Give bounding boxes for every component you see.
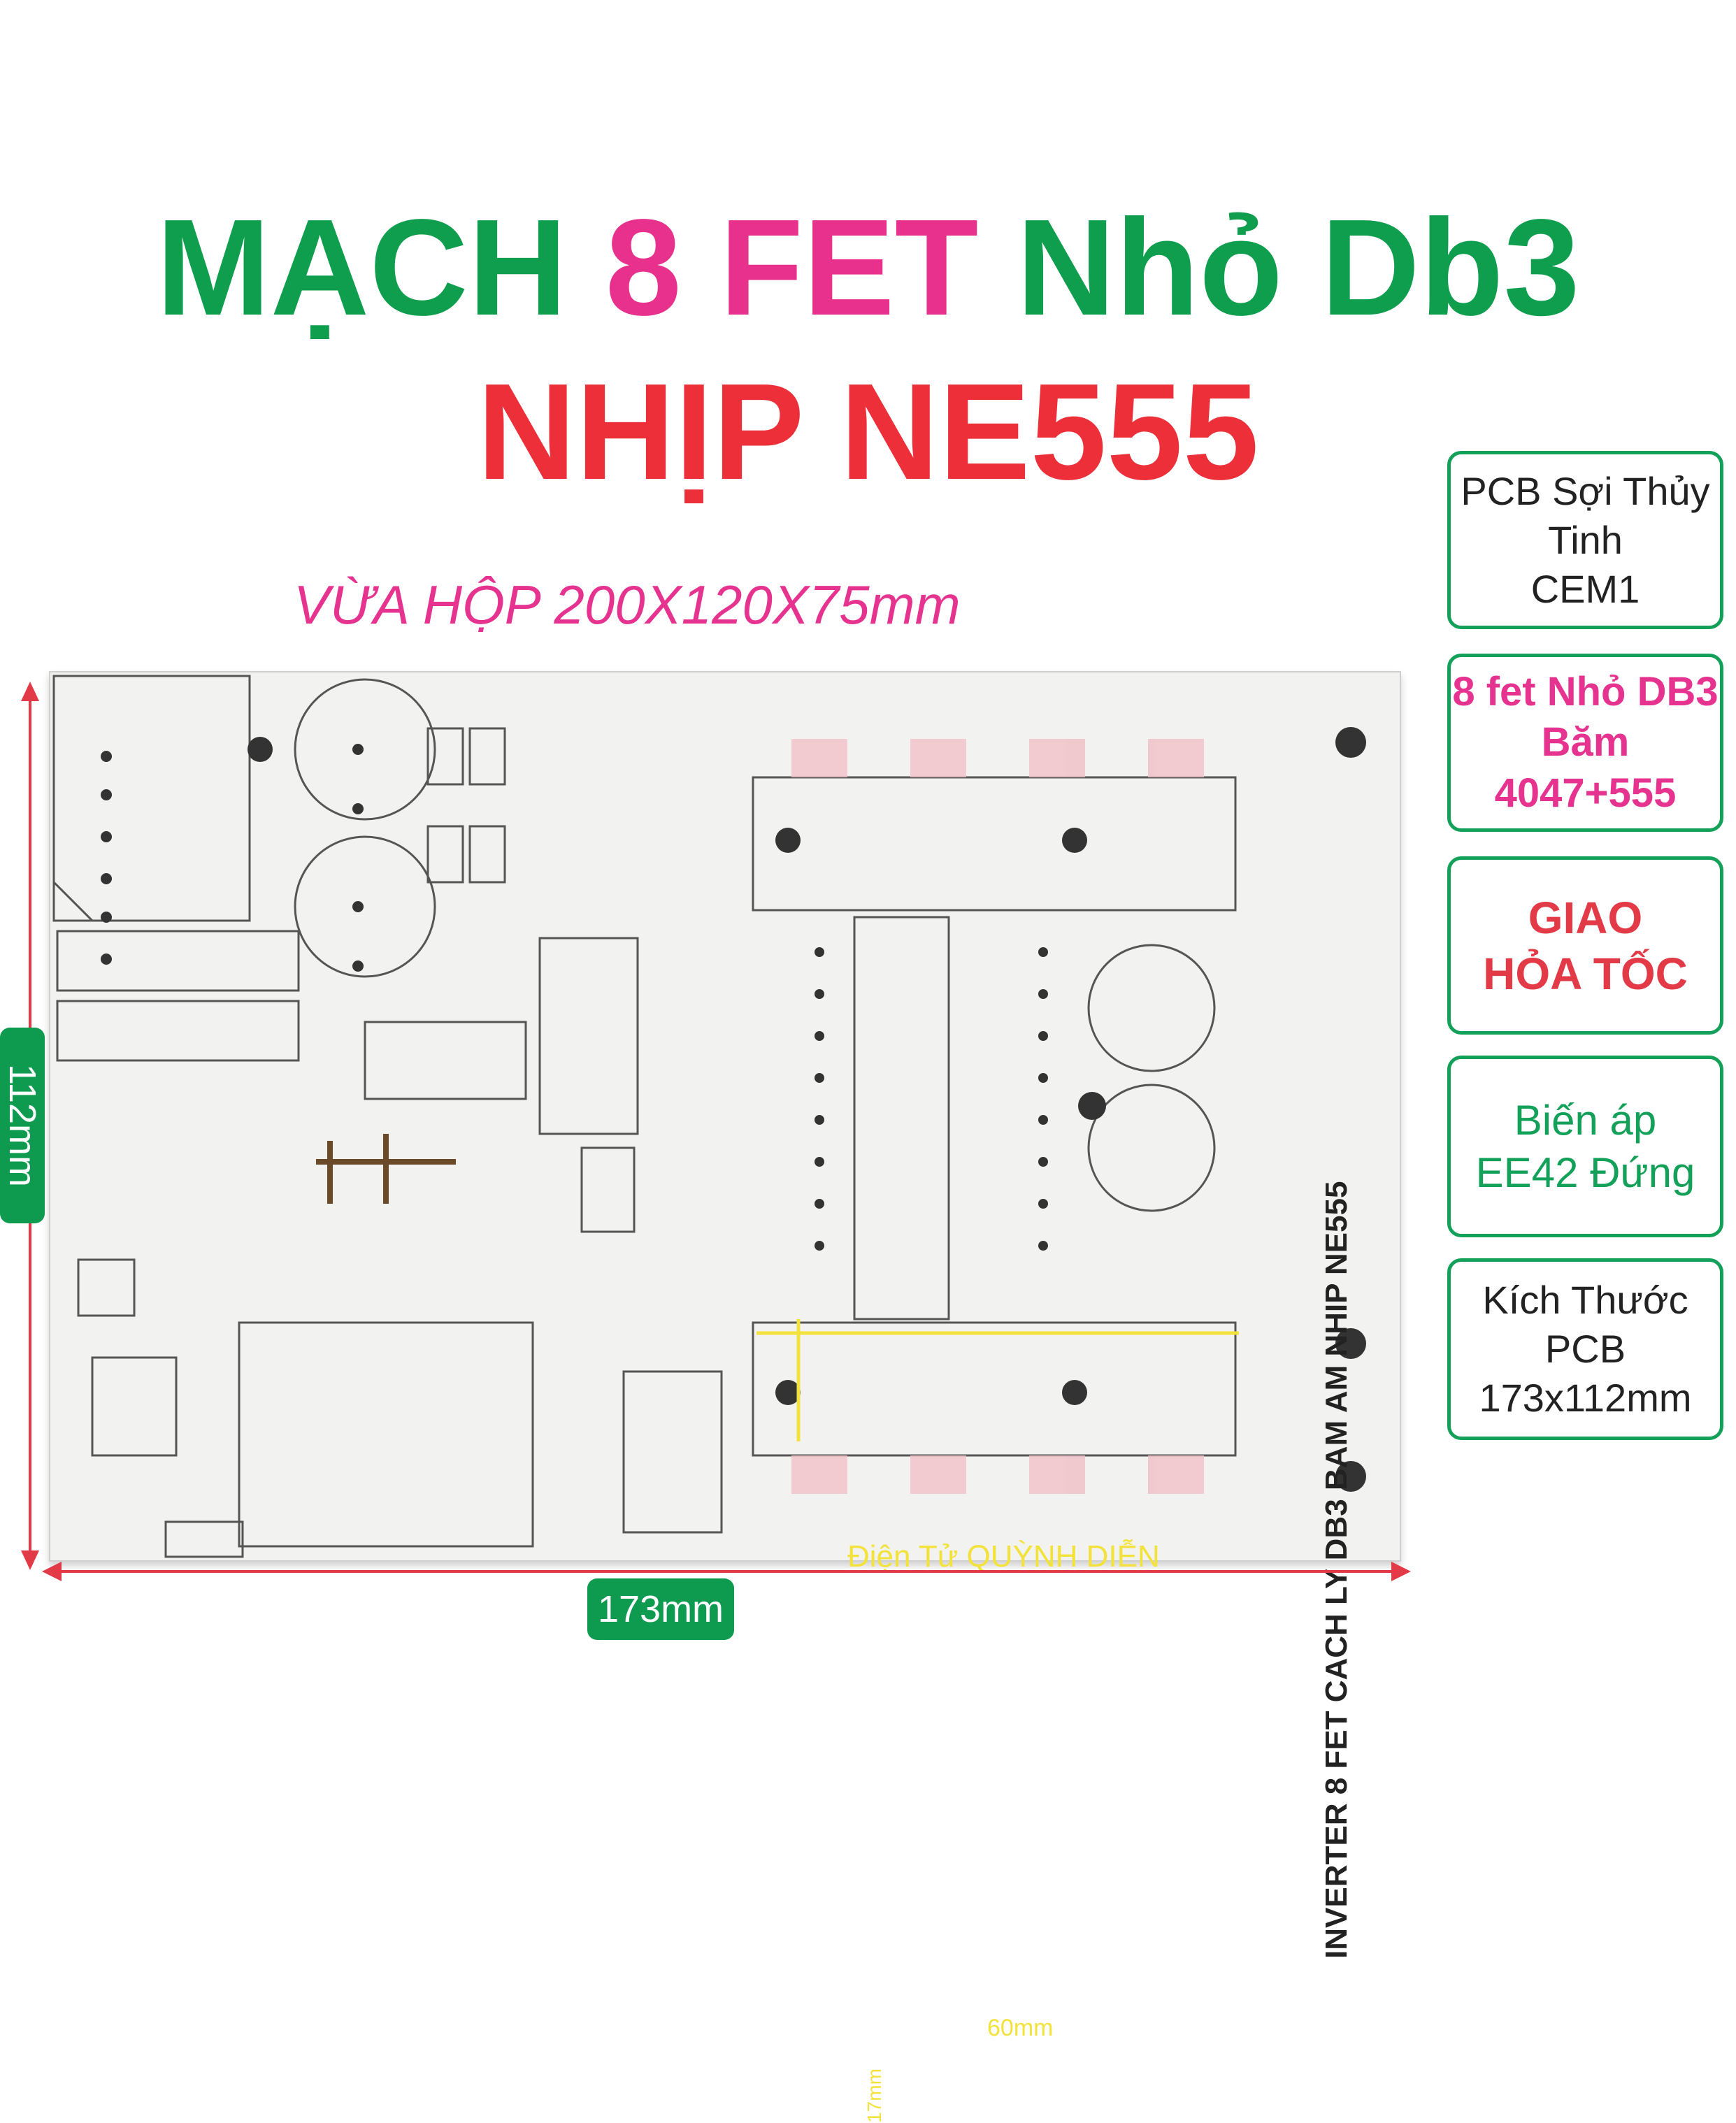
feature-badge-fet: 8 fet Nhỏ DB3 Băm 4047+555 [1447,654,1723,832]
pcb-silkscreen-drawing [52,675,1366,1558]
arrow-left-icon [42,1562,62,1581]
arrow-right-icon [1391,1562,1411,1581]
width-label: 173mm [587,1578,734,1640]
board-brand-text: Điện Tử QUỲNH DIỄN [847,1539,1160,1574]
feature-badge-transformer: Biến áp EE42 Đứng [1447,1056,1723,1237]
title-mach: MẠCH [156,191,605,344]
title-8fet: 8 FET [605,191,979,344]
product-title-line2: NHỊP NE555 [477,355,1259,508]
measure-17mm: 17mm [863,2068,885,2123]
height-label: 112mm [0,1028,45,1223]
pcb-board-photo: Điện Tử QUỲNH DIỄN INVERTER 8 FET CACH L… [49,671,1401,2123]
arrow-up-icon [21,682,39,701]
width-dimension-line [52,1570,1395,1573]
feature-badge-pcb: PCB Sợi Thủy Tinh CEM1 [1447,451,1723,629]
feature-badge-size: Kích Thước PCB 173x112mm [1447,1258,1723,1440]
arrow-down-icon [21,1550,39,1570]
feature-badge-delivery: GIAO HỎA TỐC [1447,856,1723,1035]
measure-60mm: 60mm [987,2015,1054,2041]
product-title-line1: MẠCH 8 FET Nhỏ Db3 [0,199,1736,336]
box-size-subtitle: VỪA HỘP 200X120X75mm [294,574,961,635]
title-nho-db3: Nhỏ Db3 [978,191,1580,344]
